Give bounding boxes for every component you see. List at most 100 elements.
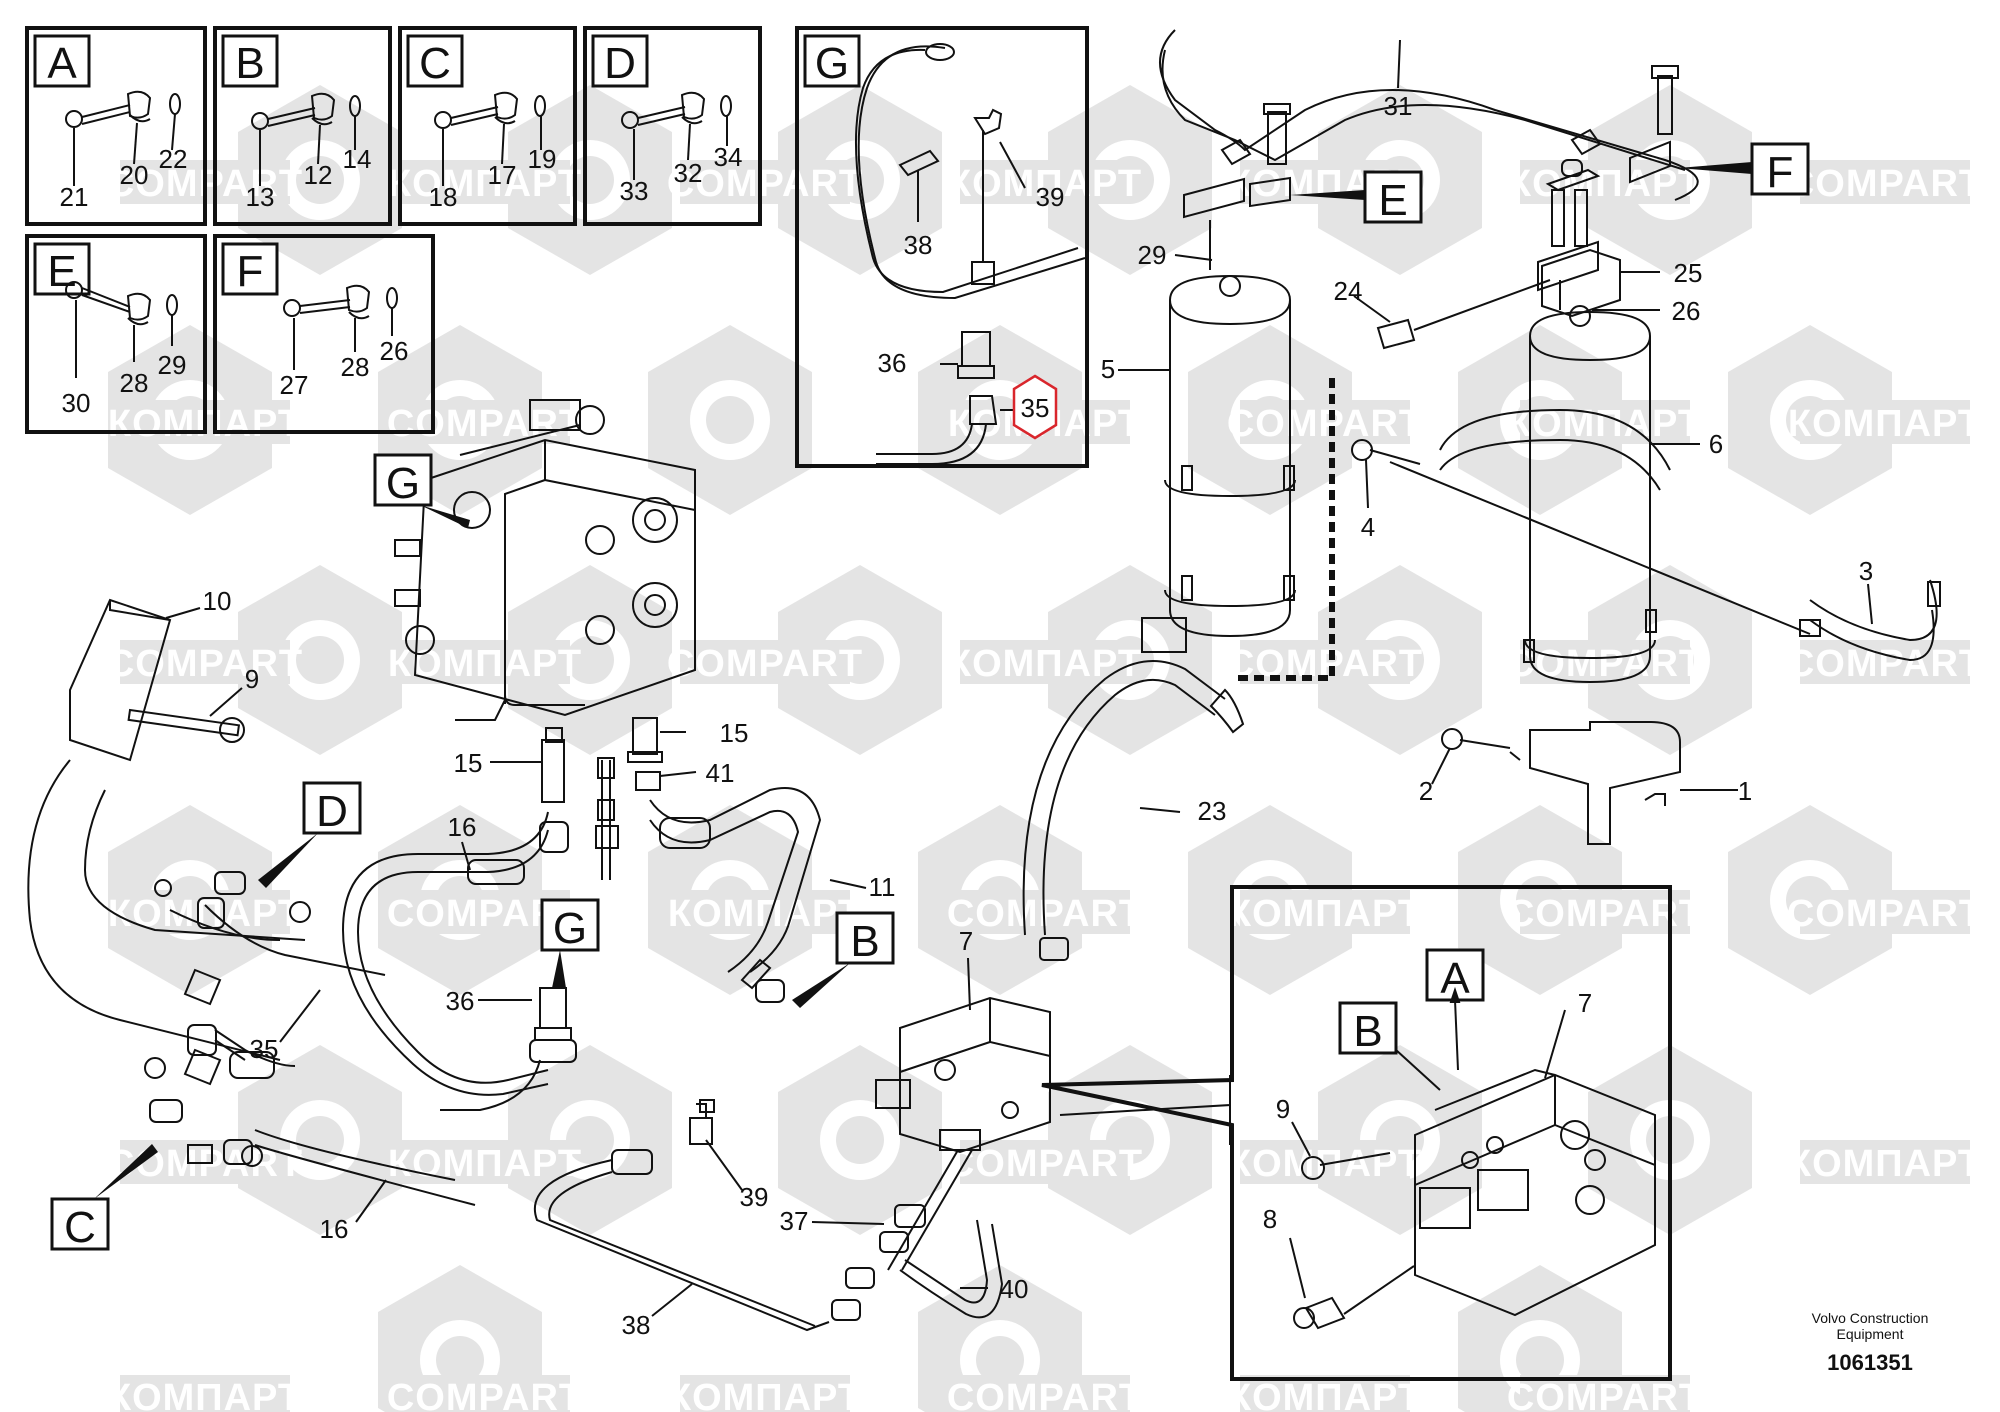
detail-callout: 22 (159, 144, 188, 174)
callout: 15 (454, 748, 483, 778)
callout: 10 (203, 586, 232, 616)
detail-callout: 19 (528, 144, 557, 174)
detail-box-c: C 18 17 19 (398, 26, 577, 226)
detail-callout: 27 (280, 370, 309, 400)
detail-box-f: F 27 28 26 (213, 234, 435, 434)
callout: 23 (1198, 796, 1227, 826)
detail-valve-box: A B 7 9 8 (1041, 885, 1672, 1381)
callout: 3 (1859, 556, 1873, 586)
watermark-text: КОМПАРТ (948, 163, 1142, 205)
watermark-text: КОМПАРТ (1228, 893, 1422, 935)
highlight-hexagon (1012, 374, 1058, 440)
callout: 11 (869, 872, 896, 902)
watermark-text: КОМПАРТ (108, 1377, 302, 1412)
callout: 37 (780, 1206, 809, 1236)
callout: 1 (1738, 776, 1752, 806)
tag-letter: F (1767, 148, 1794, 197)
watermark-text: КОМПАРТ (1508, 163, 1702, 205)
callout: 4 (1361, 512, 1375, 542)
watermark-text: КОМПАРТ (668, 1377, 862, 1412)
manufacturer-line: Equipment (1836, 1326, 1904, 1342)
control-valve-block (394, 399, 696, 721)
watermark-text: COMPART (1787, 643, 1983, 685)
detail-box-letter: B (235, 39, 264, 88)
highlighted-callout: 35 (1021, 393, 1050, 423)
callout: 5 (1101, 354, 1115, 384)
filter-5 (1141, 274, 1296, 653)
detail-callout: 34 (714, 142, 743, 172)
tag-letter: G (386, 459, 420, 508)
watermark-text: COMPART (107, 643, 303, 685)
fitting-15-right (632, 717, 658, 755)
watermark-text: КОМПАРТ (388, 643, 582, 685)
watermark-text: КОМПАРТ (1788, 403, 1982, 445)
detail-box-letter: F (237, 247, 264, 296)
callout: 9 (245, 664, 259, 694)
detail-callout: 12 (304, 160, 333, 190)
detail-callout: 14 (343, 144, 372, 174)
detail-callout: 28 (341, 352, 370, 382)
tag-letter: B (850, 917, 879, 966)
detail-box-letter: G (815, 39, 849, 88)
watermark-text: COMPART (1507, 643, 1703, 685)
drawing-number: 1061351 (1827, 1350, 1913, 1375)
callout: 6 (1709, 429, 1723, 459)
valve-block-7 (875, 996, 1051, 1154)
detail-callout: 39 (1036, 182, 1065, 212)
callout: 16 (320, 1214, 349, 1244)
detail-box-g: E G 39 38 36 35 (795, 26, 1089, 468)
detail-callout: 32 (674, 158, 703, 188)
callout: 40 (1000, 1274, 1029, 1304)
watermark-text: КОМПАРТ (1508, 403, 1702, 445)
callout: 16 (448, 812, 477, 842)
detail-box-letter: A (47, 39, 77, 88)
detail-callout: 36 (878, 348, 907, 378)
watermark-text: КОМПАРТ (1228, 1377, 1422, 1412)
callout: 29 (1138, 240, 1167, 270)
callout: 2 (1419, 776, 1433, 806)
callout: 36 (446, 986, 475, 1016)
detail-box-letter: E (47, 247, 76, 296)
detail-box-d: D 33 32 34 (583, 26, 762, 226)
callout: 31 (1384, 91, 1413, 121)
fitting-15-left (541, 739, 565, 803)
watermark-text: COMPART (1507, 1377, 1703, 1412)
detail-box-letter: D (604, 39, 636, 88)
tag-letter: C (64, 1203, 96, 1252)
detail-box-b: B 13 12 14 (213, 26, 392, 226)
detail-valve-callout: 7 (1578, 988, 1592, 1018)
detail-box-a: A 21 20 22 (25, 26, 207, 226)
callout: 26 (1672, 296, 1701, 326)
callout: 24 (1334, 276, 1363, 306)
main-assembly (27, 29, 1941, 1332)
main-callouts: 31 29 25 26 24 5 6 4 3 2 1 10 9 15 15 41… (165, 39, 1873, 1340)
callout: 25 (1674, 258, 1703, 288)
detail-callout: 26 (380, 336, 409, 366)
watermark-text: COMPART (1787, 163, 1983, 205)
detail-callout: 21 (60, 182, 89, 212)
detail-callout: 18 (429, 182, 458, 212)
callout: 39 (740, 1182, 769, 1212)
callout: 15 (720, 718, 749, 748)
watermark-text: COMPART (667, 643, 863, 685)
tag-letter: D (316, 787, 348, 836)
detail-callout: 17 (488, 160, 517, 190)
detail-box-letter: C (419, 39, 451, 88)
watermark-text: КОМПАРТ (948, 643, 1142, 685)
callout: 41 (706, 758, 735, 788)
manufacturer-info: Volvo Construction Equipment 1061351 (1790, 1310, 1950, 1376)
detail-callout: 29 (158, 350, 187, 380)
watermark-text: COMPART (1787, 893, 1983, 935)
detail-callout: 13 (246, 182, 275, 212)
callout: 38 (622, 1310, 651, 1340)
main-letter-tags: E F G G D B C (50, 142, 1810, 1252)
detail-valve-callout: 8 (1263, 1204, 1277, 1234)
callout: 35 (250, 1034, 279, 1064)
tag-letter: G (553, 904, 587, 953)
watermark-text: COMPART (667, 163, 863, 205)
detail-callout: 33 (620, 176, 649, 206)
manufacturer-line: Volvo Construction (1811, 1310, 1929, 1326)
watermark-text: КОМПАРТ (1788, 1143, 1982, 1185)
watermark-text: COMPART (1507, 893, 1703, 935)
